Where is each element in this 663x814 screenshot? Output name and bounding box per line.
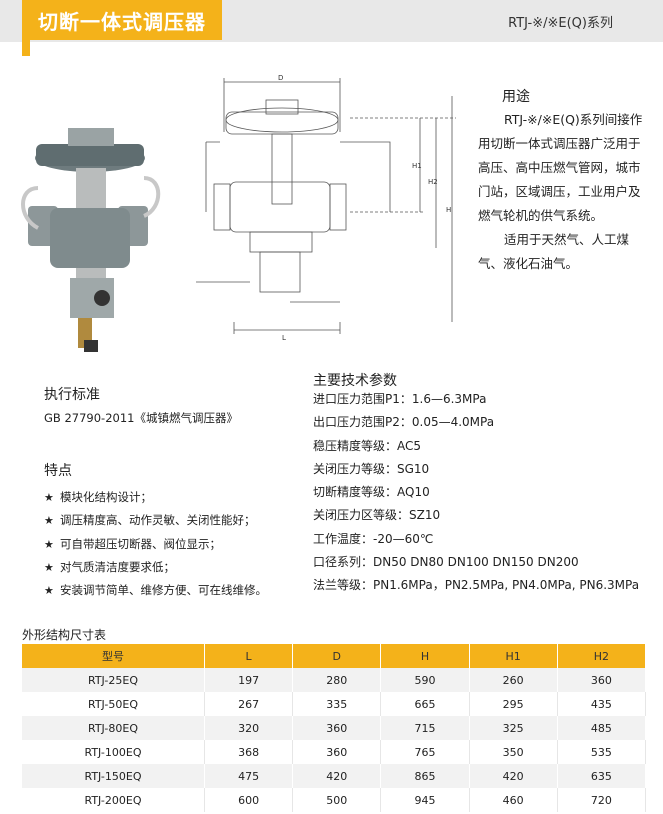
table-cell: 635 bbox=[557, 764, 647, 788]
standard-text: GB 27790-2011《城镇燃气调压器》 bbox=[44, 411, 238, 425]
usage-paragraph-1: RTJ-※/※E(Q)系列间接作用切断一体式调压器广泛用于高压、高中压燃气管网，… bbox=[478, 112, 643, 223]
table-row: RTJ-100EQ 368 360 765 350 535 bbox=[22, 740, 647, 764]
star-icon: ★ bbox=[44, 560, 54, 574]
table-cell: 765 bbox=[380, 740, 470, 764]
column-header: L bbox=[204, 644, 294, 668]
column-header: H1 bbox=[469, 644, 558, 668]
table-cell: 295 bbox=[469, 692, 558, 716]
table-cell: RTJ-150EQ bbox=[22, 764, 205, 788]
standard-heading: 执行标准 bbox=[44, 387, 100, 403]
list-item: 口径系列：DN50 DN80 DN100 DN150 DN200 bbox=[313, 555, 579, 570]
table-cell: 435 bbox=[557, 692, 647, 716]
list-item: 进口压力范围P1：1.6—6.3MPa bbox=[313, 392, 487, 406]
table-cell: 280 bbox=[292, 668, 382, 692]
list-item: 法兰等级：PN1.6MPa，PN2.5MPa, PN4.0MPa, PN6.3M… bbox=[313, 578, 640, 593]
table-cell: RTJ-100EQ bbox=[22, 740, 205, 764]
label-H2: H2 bbox=[428, 178, 438, 186]
usage-heading: 用途 bbox=[502, 89, 530, 105]
title-banner bbox=[22, 0, 222, 40]
table-cell: RTJ-200EQ bbox=[22, 788, 205, 812]
page-title: 切断一体式调压器 bbox=[38, 10, 206, 34]
table-cell: 600 bbox=[204, 788, 294, 812]
table-cell: RTJ-25EQ bbox=[22, 668, 205, 692]
table-cell: 485 bbox=[557, 716, 647, 740]
table-cell: 350 bbox=[469, 740, 558, 764]
dimension-drawing: D H1 H2 H L bbox=[196, 74, 456, 342]
title-tab bbox=[22, 40, 30, 56]
table-cell: 590 bbox=[380, 668, 470, 692]
table-cell: 420 bbox=[469, 764, 558, 788]
usage-text: RTJ-※/※E(Q)系列间接作用切断一体式调压器广泛用于高压、高中压燃气管网，… bbox=[478, 108, 650, 276]
table-cell: 197 bbox=[204, 668, 294, 692]
list-item: 出口压力范围P2：0.05—4.0MPa bbox=[313, 415, 495, 430]
table-row: RTJ-25EQ 197 280 590 260 360 bbox=[22, 668, 647, 692]
list-item: 稳压精度等级：AC5 bbox=[313, 438, 422, 453]
list-item: ★调压精度高、动作灵敏、关闭性能好； bbox=[44, 509, 267, 532]
table-row: RTJ-80EQ 320 360 715 325 485 bbox=[22, 716, 647, 740]
table-cell: 475 bbox=[204, 764, 294, 788]
star-icon: ★ bbox=[44, 537, 54, 551]
column-header: 型号 bbox=[22, 644, 205, 668]
list-item: ★可自带超压切断器、阀位显示； bbox=[44, 533, 267, 556]
table-cell: 945 bbox=[380, 788, 470, 812]
features-heading: 特点 bbox=[44, 463, 72, 479]
table-cell: 665 bbox=[380, 692, 470, 716]
star-icon: ★ bbox=[44, 491, 54, 504]
column-header: D bbox=[292, 644, 382, 668]
usage-paragraph-2: 适用于天然气、人工煤气、液化石油气。 bbox=[478, 232, 630, 271]
column-header: H2 bbox=[557, 644, 647, 668]
series-label: RTJ-※/※E(Q)系列 bbox=[508, 16, 613, 31]
table-cell: 360 bbox=[292, 716, 382, 740]
table-cell: RTJ-80EQ bbox=[22, 716, 205, 740]
list-item: 切断精度等级：AQ10 bbox=[313, 485, 430, 500]
list-item: ★对气质清洁度要求低； bbox=[44, 556, 267, 579]
table-cell: 420 bbox=[292, 764, 382, 788]
features-list: ★模块化结构设计； ★调压精度高、动作灵敏、关闭性能好； ★可自带超压切断器、阀… bbox=[44, 486, 267, 602]
dimension-table: 型号 L D H H1 H2 RTJ-25EQ 197 280 590 260 … bbox=[22, 644, 647, 812]
table-cell: 325 bbox=[469, 716, 558, 740]
label-H1: H1 bbox=[412, 162, 422, 170]
table-row: RTJ-200EQ 600 500 945 460 720 bbox=[22, 788, 647, 812]
product-photo bbox=[21, 128, 161, 352]
list-item: 关闭压力区等级：SZ10 bbox=[313, 508, 441, 523]
list-item: ★安装调节简单、维修方便、可在线维修。 bbox=[44, 579, 267, 602]
table-header-row: 型号 L D H H1 H2 bbox=[22, 644, 647, 668]
table-cell: 360 bbox=[557, 668, 647, 692]
table-cell: 267 bbox=[204, 692, 294, 716]
table-row: RTJ-50EQ 267 335 665 295 435 bbox=[22, 692, 647, 716]
table-cell: 320 bbox=[204, 716, 294, 740]
star-icon: ★ bbox=[44, 514, 54, 528]
table-cell: 720 bbox=[557, 788, 647, 812]
list-item: 工作温度：-20—60℃ bbox=[313, 531, 434, 546]
star-icon: ★ bbox=[44, 584, 54, 598]
params-list: 进口压力范围P1：1.6—6.3MPa 出口压力范围P2：0.05—4.0MPa… bbox=[313, 388, 639, 598]
label-H: H bbox=[446, 206, 451, 214]
table-cell: 368 bbox=[204, 740, 294, 764]
table-cell: 360 bbox=[292, 740, 382, 764]
table-cell: 260 bbox=[469, 668, 558, 692]
label-D: D bbox=[278, 74, 283, 82]
table-cell: 335 bbox=[292, 692, 382, 716]
list-item: ★模块化结构设计； bbox=[44, 486, 267, 509]
table-cell: 460 bbox=[469, 788, 558, 812]
table-cell: 865 bbox=[380, 764, 470, 788]
column-header: H bbox=[380, 644, 470, 668]
table-cell: 500 bbox=[292, 788, 382, 812]
params-heading: 主要技术参数 bbox=[313, 373, 397, 389]
table-title: 外形结构尺寸表 bbox=[22, 628, 107, 642]
table-cell: 535 bbox=[557, 740, 647, 764]
table-cell: RTJ-50EQ bbox=[22, 692, 205, 716]
table-cell: 715 bbox=[380, 716, 470, 740]
list-item: 关闭压力等级：SG10 bbox=[313, 461, 430, 476]
table-row: RTJ-150EQ 475 420 865 420 635 bbox=[22, 764, 647, 788]
label-L: L bbox=[282, 334, 286, 342]
